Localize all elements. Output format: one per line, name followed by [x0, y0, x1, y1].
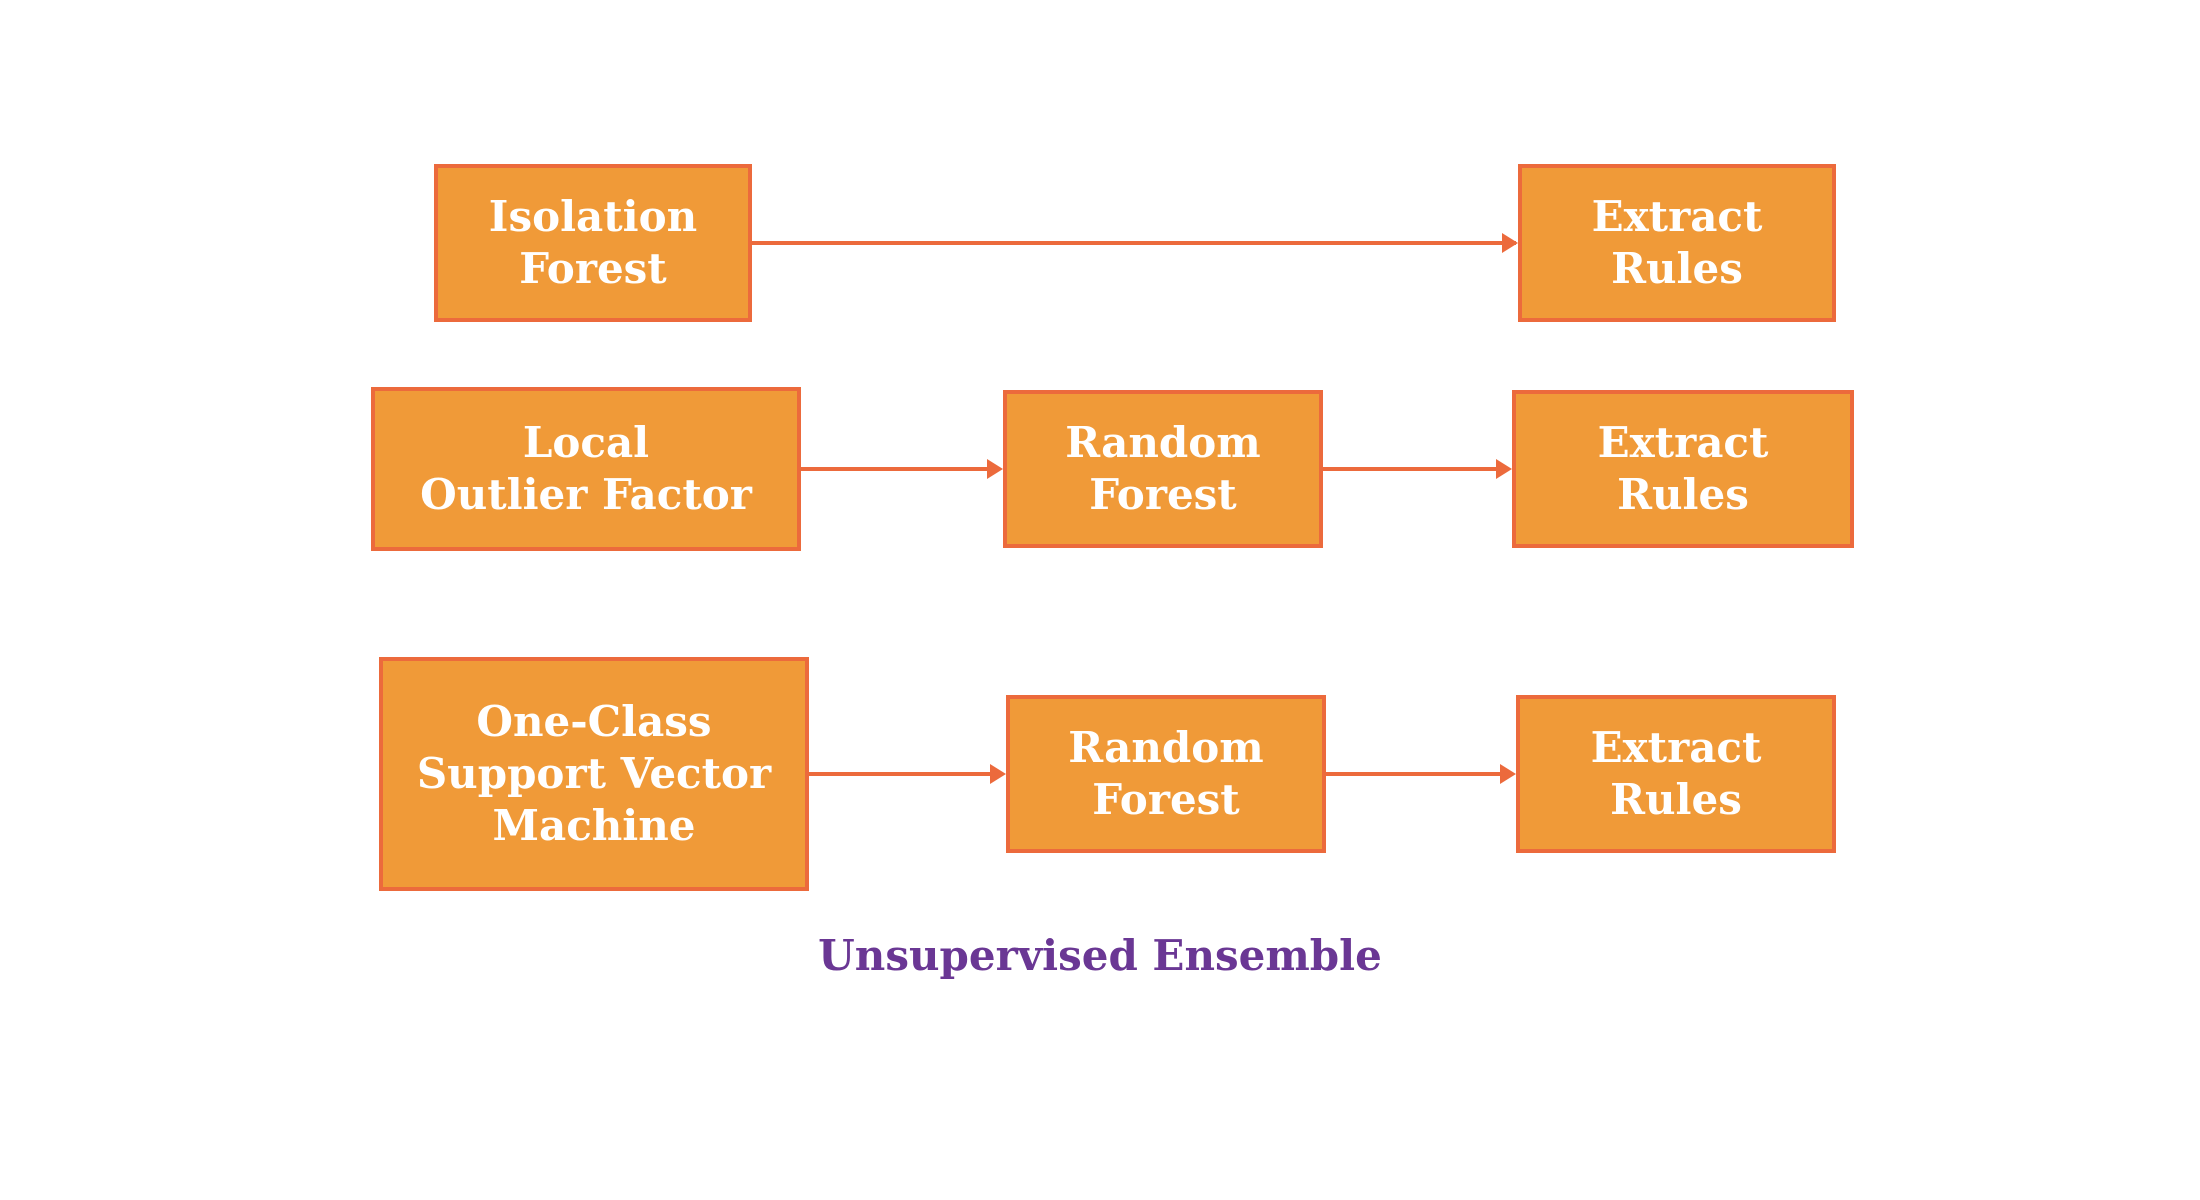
extract-rules-box-row2: Extract Rules [1512, 390, 1854, 548]
box-label-line: Machine [492, 801, 696, 850]
box-label-line: Rules [1617, 470, 1749, 519]
arrowhead-row1 [1502, 233, 1518, 253]
box-label-line: Extract [1590, 723, 1762, 772]
arrowhead-row2b [1496, 459, 1512, 479]
arrowhead-row2a [987, 459, 1003, 479]
random-forest-box-row3: Random Forest [1006, 695, 1326, 853]
arrowhead-row3a [990, 764, 1006, 784]
one-class-svm-box: One-Class Support Vector Machine [379, 657, 809, 891]
box-label-line: Extract [1597, 418, 1769, 467]
extract-rules-box-row1: Extract Rules [1518, 164, 1836, 322]
box-label-line: Local [522, 418, 650, 467]
box-label-line: Extract [1591, 192, 1763, 241]
random-forest-box-row2: Random Forest [1003, 390, 1323, 548]
box-label-line: Support Vector [416, 749, 772, 798]
diagram-caption: Unsupervised Ensemble [818, 931, 1382, 980]
extract-rules-box-row3: Extract Rules [1516, 695, 1836, 853]
box-label-line: Rules [1611, 244, 1743, 293]
local-outlier-factor-box: Local Outlier Factor [371, 387, 801, 551]
box-label-line: Forest [1092, 775, 1240, 824]
box-label-line: Isolation [488, 192, 698, 241]
box-label-line: Forest [1089, 470, 1237, 519]
box-label-line: Random [1065, 418, 1261, 467]
box-label-line: One-Class [476, 697, 712, 746]
box-label-line: Rules [1610, 775, 1742, 824]
box-label-line: Random [1068, 723, 1264, 772]
isolation-forest-box: Isolation Forest [434, 164, 752, 322]
box-label-line: Outlier Factor [420, 470, 752, 519]
arrowhead-row3b [1500, 764, 1516, 784]
box-label-line: Forest [519, 244, 667, 293]
